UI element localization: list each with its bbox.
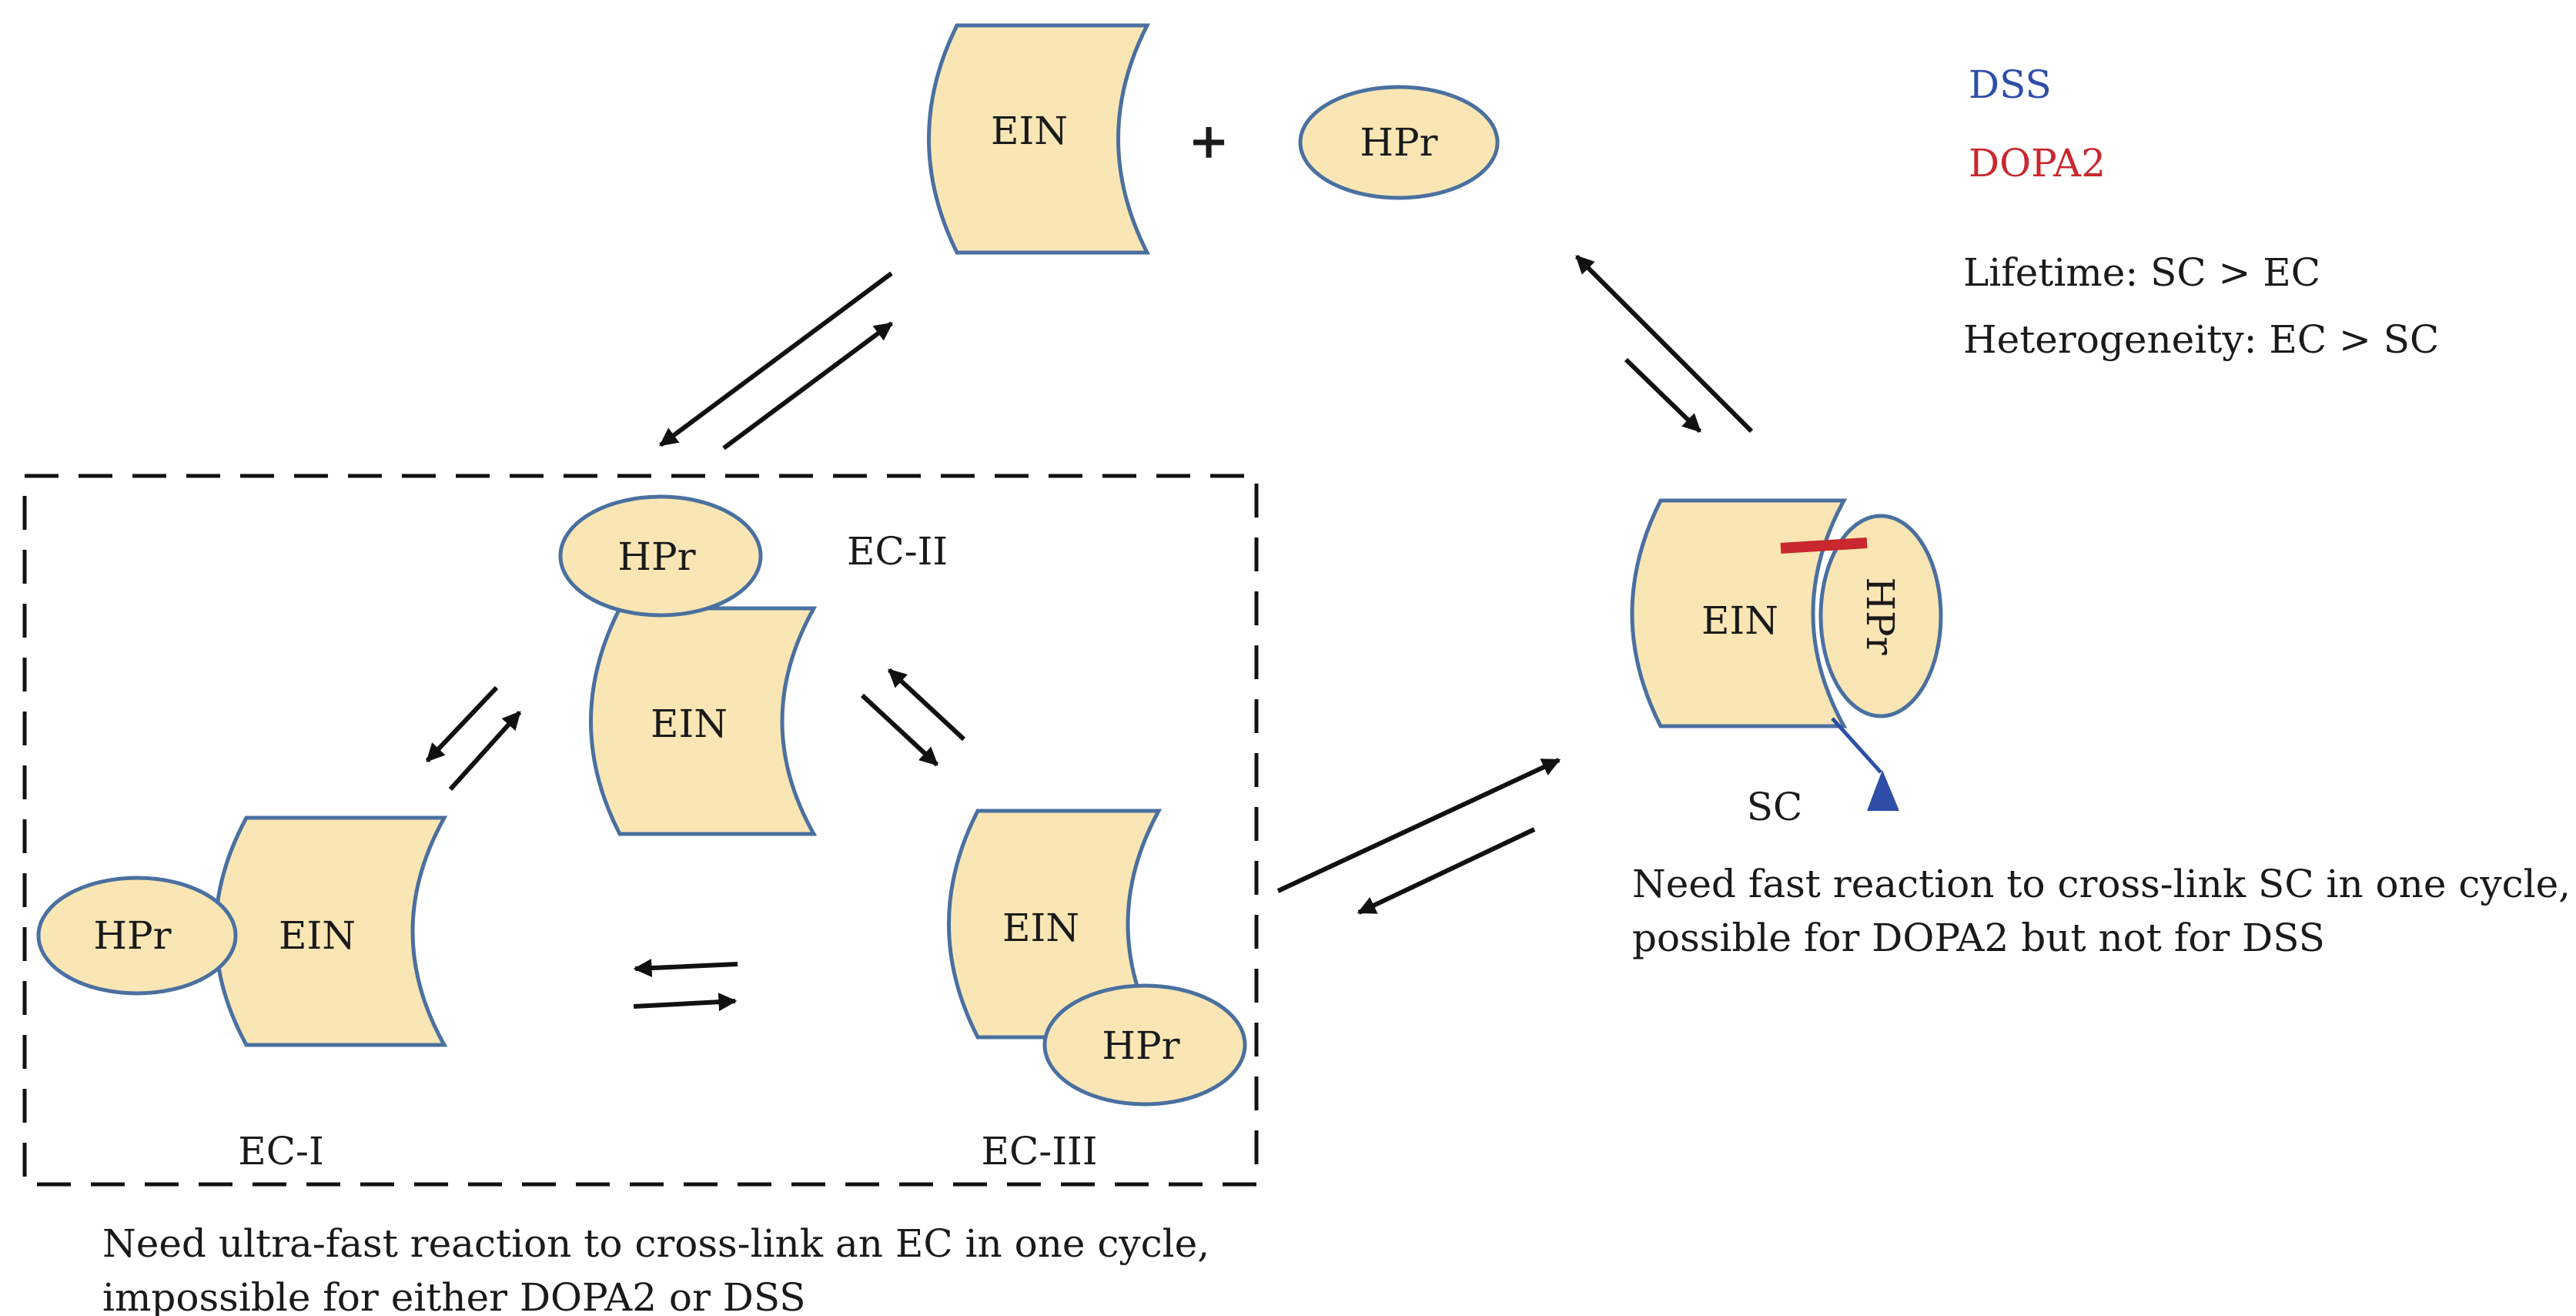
arrow-ec2-to-ec3 xyxy=(860,693,939,767)
ec3-label: EC-III xyxy=(982,1129,1098,1174)
sc-note-line2: possible for DOPA2 but not for DSS xyxy=(1632,916,2325,960)
arrow-ec2-to-ec1 xyxy=(425,685,499,763)
ec2-label: EC-II xyxy=(847,529,948,574)
ec3-hpr-label: HPr xyxy=(1102,1023,1179,1068)
ec1-hpr-shape xyxy=(36,876,238,996)
dss-crosslink-line xyxy=(1831,717,1882,774)
sc-ein-label: EIN xyxy=(1701,598,1778,643)
ec-note-line1: Need ultra-fast reaction to cross-link a… xyxy=(102,1221,1209,1266)
plus-sign: + xyxy=(1188,112,1229,170)
sc-hpr-shape xyxy=(1818,514,1943,718)
ec-note-line2: impossible for either DOPA2 or DSS xyxy=(102,1275,806,1316)
arrow-top-to-ec xyxy=(659,271,893,447)
ec1-label: EC-I xyxy=(238,1129,323,1174)
legend-dss: DSS xyxy=(1969,62,2052,107)
top-hpr-shape xyxy=(1298,85,1500,200)
ec2-ein-shape xyxy=(589,606,818,836)
dopa2-crosslink-bar xyxy=(1780,537,1868,554)
sc-label: SC xyxy=(1747,785,1803,829)
arrow-ec3-to-ec2 xyxy=(887,668,966,742)
ec3-ein-label: EIN xyxy=(1002,906,1079,950)
arrow-ec-to-top xyxy=(722,321,893,450)
sc-note-line1: Need fast reaction to cross-link SC in o… xyxy=(1632,862,2571,906)
top-ein-shape xyxy=(927,23,1151,255)
legend-lifetime: Lifetime: SC > EC xyxy=(1963,250,2320,295)
arrow-top-to-sc xyxy=(1624,357,1702,434)
sc-hpr-label: HPr xyxy=(1858,577,1902,655)
arrow-ec1-to-ec3 xyxy=(633,993,738,1012)
ec1-hpr-label: HPr xyxy=(93,913,171,958)
ec2-ein-label: EIN xyxy=(651,702,728,746)
ec1-ein-shape xyxy=(213,815,448,1047)
arrow-ec-to-sc xyxy=(1276,758,1561,893)
ec1-ein-label: EIN xyxy=(279,913,356,958)
ec2-hpr-shape xyxy=(558,494,763,618)
arrow-ec1-to-ec2 xyxy=(448,710,522,792)
ec2-hpr-label: HPr xyxy=(617,534,695,579)
legend-heterogeneity: Heterogeneity: EC > SC xyxy=(1963,317,2439,362)
ec-dashed-box xyxy=(22,474,1259,1187)
legend-dopa2: DOPA2 xyxy=(1969,141,2106,186)
arrow-ec3-to-ec1 xyxy=(633,959,738,978)
ec3-hpr-shape xyxy=(1042,983,1247,1107)
top-hpr-label: HPr xyxy=(1360,120,1437,165)
dss-marker-triangle xyxy=(1867,770,1899,811)
top-ein-label: EIN xyxy=(991,109,1068,153)
sc-ein-shape xyxy=(1630,498,1848,728)
arrow-sc-to-ec xyxy=(1357,827,1536,915)
arrow-sc-to-top xyxy=(1574,254,1754,434)
